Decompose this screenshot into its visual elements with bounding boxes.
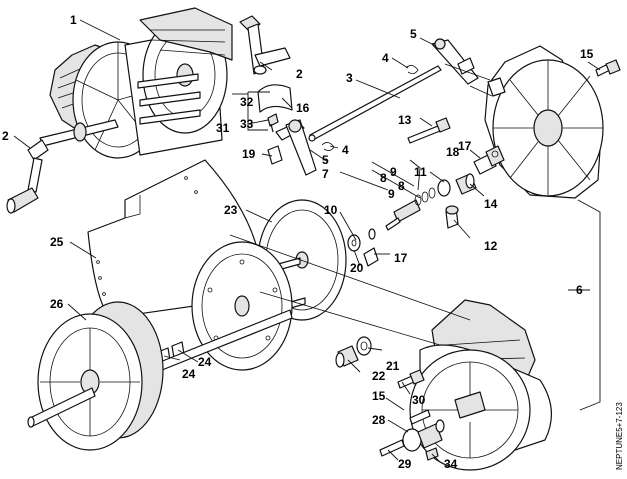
callout-24-left: 24 (182, 367, 196, 381)
callout-9-lower: 9 (388, 187, 395, 201)
callout-28: 28 (372, 413, 386, 427)
callout-8-right: 8 (398, 179, 405, 193)
leader-lines (13, 19, 601, 463)
bolt-13 (407, 117, 451, 144)
callout-1: 1 (70, 13, 77, 27)
callout-9-upper: 9 (390, 165, 397, 179)
lever-top (431, 38, 479, 85)
callout-19: 19 (242, 147, 256, 161)
middle-flange (191, 241, 306, 371)
callout-10: 10 (324, 203, 338, 217)
callout-13: 13 (398, 113, 412, 127)
callout-20: 20 (350, 261, 364, 275)
callout-25: 25 (50, 235, 64, 249)
callout-2-right: 2 (296, 67, 303, 81)
callout-2-left: 2 (2, 129, 9, 143)
callout-30: 30 (412, 393, 426, 407)
callout-21: 21 (386, 359, 400, 373)
callout-15-lower: 15 (372, 389, 386, 403)
bolt-upper (595, 59, 621, 77)
washers-10-20 (347, 228, 379, 267)
front-flange (27, 301, 293, 451)
swivel-fitting-stack (385, 173, 477, 231)
callout-29: 29 (398, 457, 412, 471)
side-plate-upper (484, 45, 604, 199)
reference-code: NEPTUNE5+7-123 (615, 402, 624, 470)
callout-4-lower: 4 (342, 143, 349, 157)
callout-5-upper: 5 (410, 27, 417, 41)
long-shaft (308, 65, 442, 142)
upper-reel-assembly (39, 7, 233, 159)
callout-23: 23 (224, 203, 238, 217)
callout-17-lower: 17 (394, 251, 408, 265)
crank-handle-right (239, 15, 291, 75)
callout-22: 22 (372, 369, 386, 383)
callout-4-upper: 4 (382, 51, 389, 65)
fittings-17-18 (473, 145, 505, 175)
crank-handle-left (6, 139, 49, 214)
callout-6: 6 (576, 283, 583, 297)
callout-15-upper: 15 (580, 47, 594, 61)
callout-labels: 1 2 2 3 4 4 5 5 6 7 8 8 9 9 10 11 12 13 … (2, 13, 594, 471)
callout-11: 11 (414, 165, 427, 179)
callout-24-right: 24 (198, 355, 212, 369)
callout-12: 12 (484, 239, 498, 253)
callout-5-lower: 5 (322, 153, 329, 167)
callout-31: 31 (216, 121, 230, 135)
callout-3: 3 (346, 71, 353, 85)
callout-26: 26 (50, 297, 64, 311)
callout-8-left: 8 (380, 171, 387, 185)
callout-18: 18 (446, 145, 460, 159)
callout-7: 7 (322, 167, 329, 181)
callout-34: 34 (444, 457, 458, 471)
callout-14: 14 (484, 197, 498, 211)
callout-16: 16 (296, 101, 310, 115)
callout-33: 33 (240, 117, 254, 131)
callout-17-upper: 17 (458, 139, 472, 153)
fittings-21-22 (335, 336, 372, 368)
callout-32: 32 (240, 95, 254, 109)
